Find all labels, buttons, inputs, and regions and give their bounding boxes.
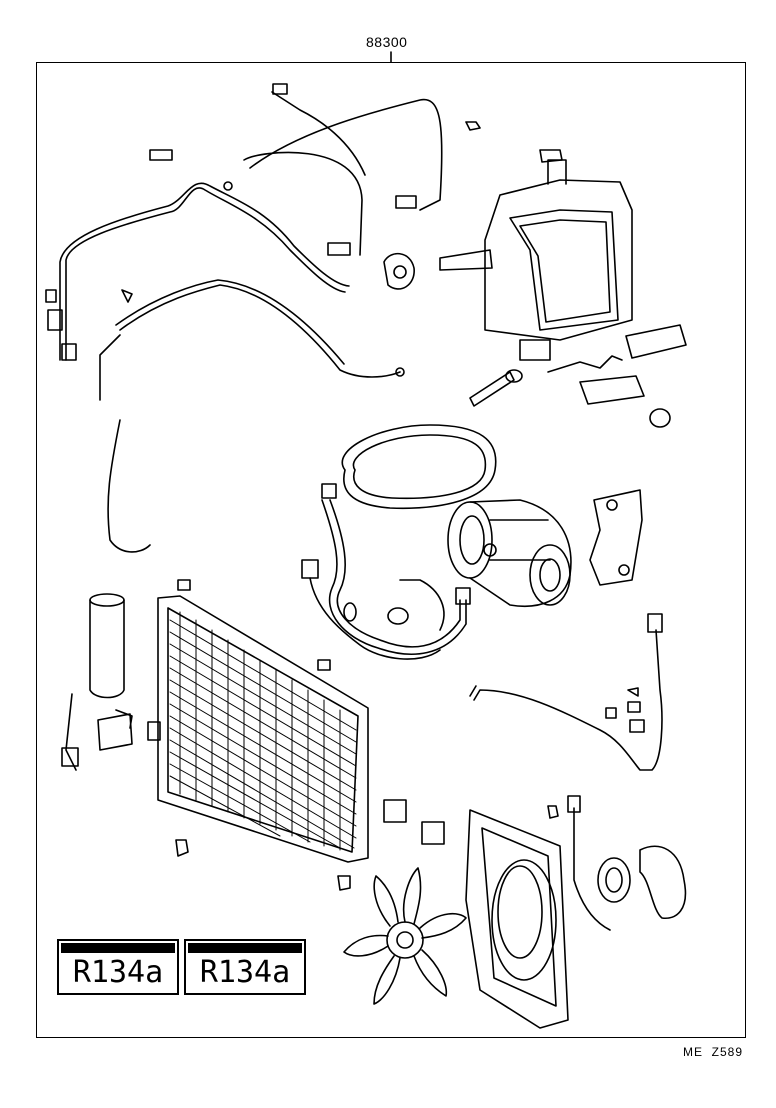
evaporator-accessories bbox=[469, 324, 687, 428]
refrigerant-label-text: R134a bbox=[199, 955, 291, 990]
upper-pipe-assembly bbox=[59, 91, 443, 553]
evaporator-unit bbox=[383, 121, 633, 361]
drive-belt bbox=[341, 424, 497, 510]
refrigerant-label-left: R134a bbox=[57, 939, 179, 995]
relays bbox=[383, 799, 445, 845]
fan-motor bbox=[547, 795, 687, 931]
receiver-drier bbox=[61, 593, 133, 771]
diagram-code: ME Z589 bbox=[683, 1045, 744, 1059]
clips-upper bbox=[45, 83, 417, 377]
ac-condenser bbox=[147, 579, 369, 891]
compressor-bracket bbox=[589, 489, 643, 586]
refrigerant-label-text: R134a bbox=[72, 955, 164, 990]
refrigerant-label-right: R134a bbox=[184, 939, 306, 995]
discharge-suction-hoses bbox=[301, 483, 471, 660]
condenser-fan-blade bbox=[343, 867, 467, 1005]
ac-compressor bbox=[447, 499, 572, 607]
label-header-band bbox=[61, 943, 175, 953]
lower-right-pipe bbox=[469, 613, 663, 771]
assembly-part-number: 88300 bbox=[366, 34, 408, 50]
fan-shroud bbox=[465, 809, 569, 1029]
label-header-band bbox=[188, 943, 302, 953]
